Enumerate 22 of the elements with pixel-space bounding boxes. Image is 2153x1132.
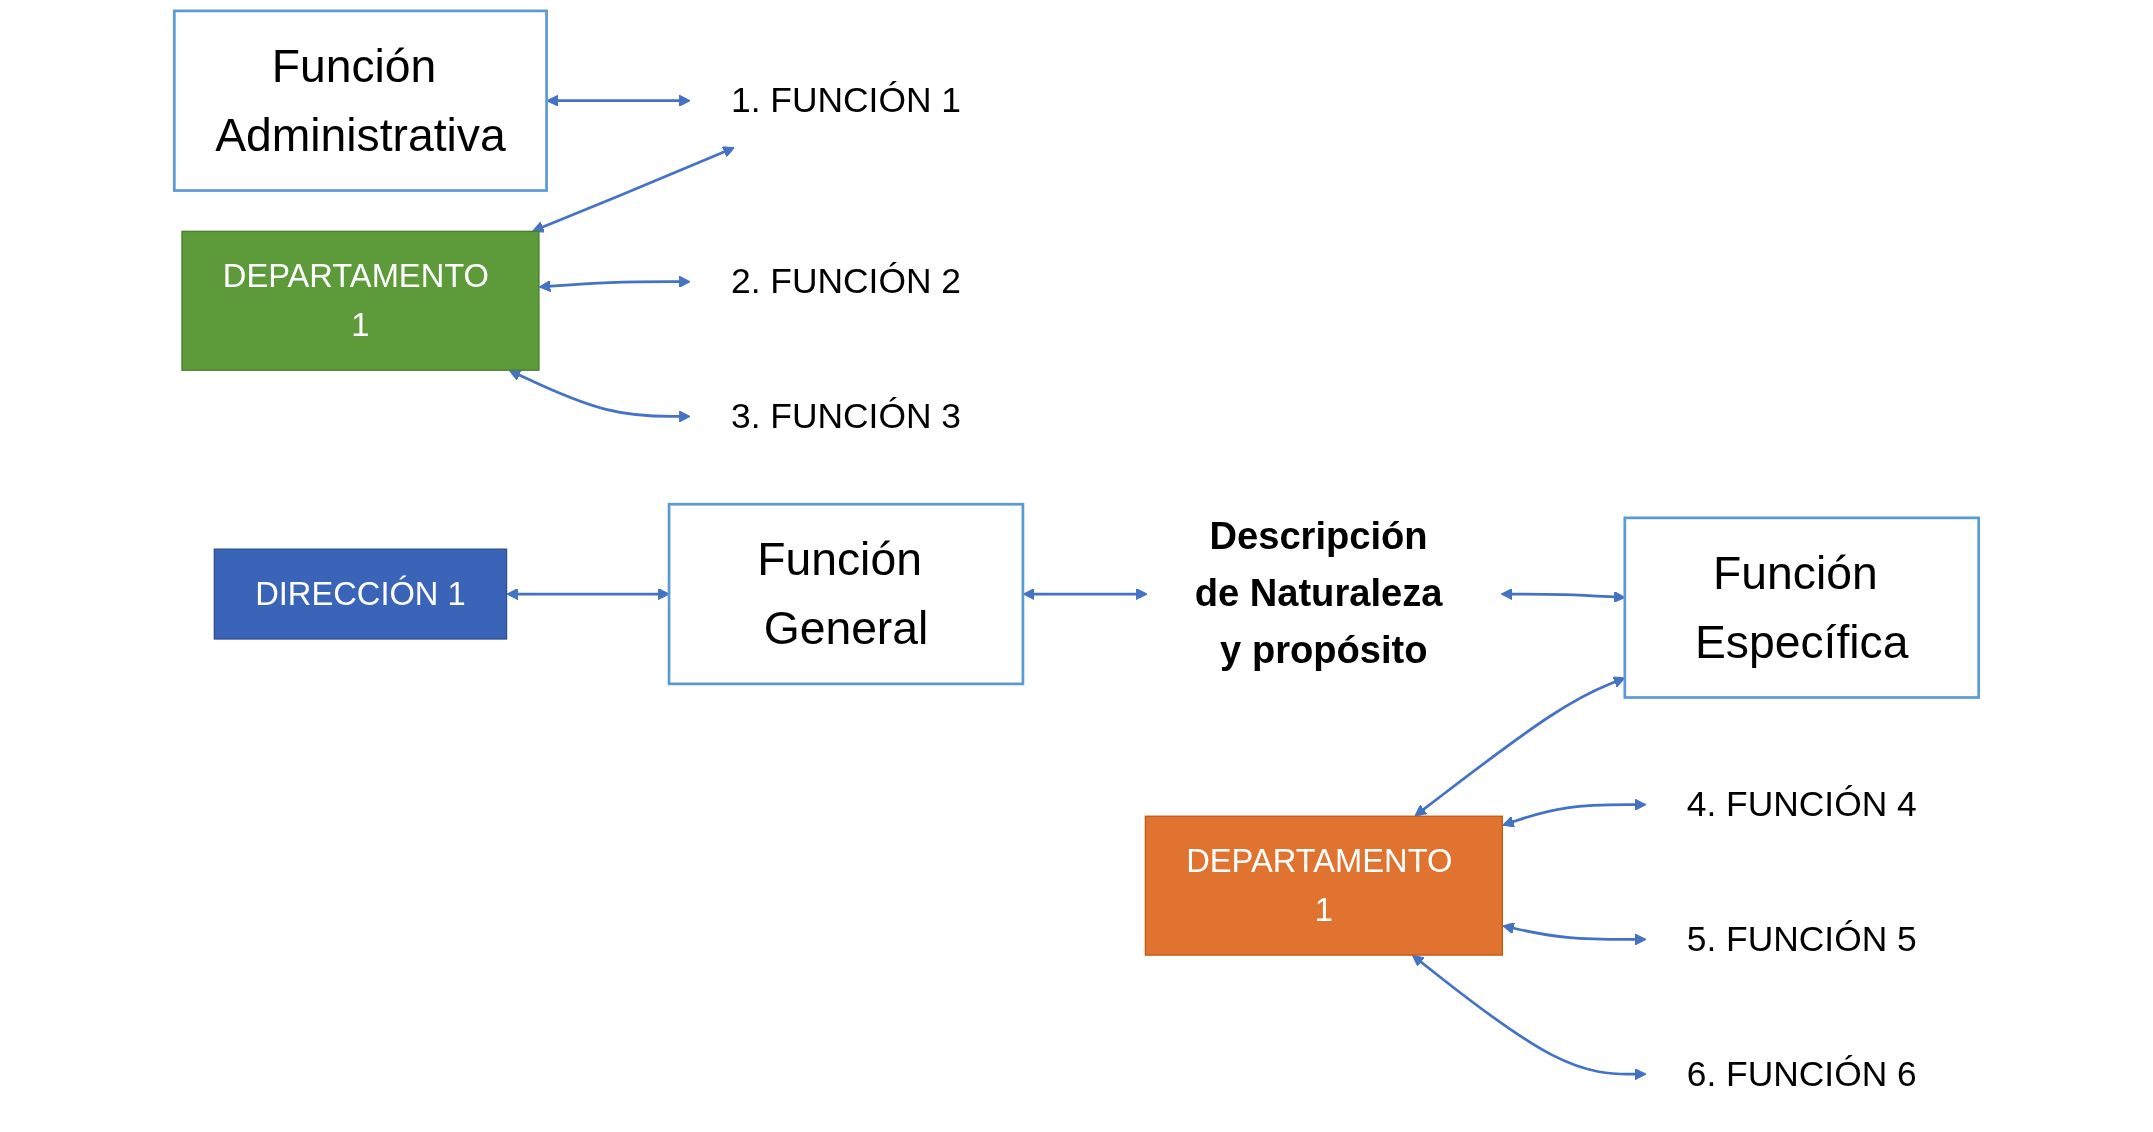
node-box: Función Específica: [1623, 516, 1981, 699]
arrow: [1022, 588, 1148, 601]
node-text: 2. FUNCIÓN 2: [730, 260, 962, 302]
arrow: [1502, 922, 1647, 946]
node-box: DEPARTAMENTO 1: [181, 230, 540, 371]
arrow: [506, 588, 670, 601]
arrow: [546, 94, 691, 107]
node-text: 6. FUNCIÓN 6: [1686, 1053, 1917, 1094]
arrow: [538, 275, 691, 293]
node-box: Función Administrativa: [172, 9, 548, 192]
node-box: Función General: [667, 502, 1025, 686]
node-text: 3. FUNCIÓN 3: [730, 395, 962, 437]
arrow: [508, 369, 691, 423]
arrow: [532, 146, 735, 233]
node-text: 1. FUNCIÓN 1: [730, 79, 962, 121]
node-text: Descripción de Naturaleza y propósito: [1194, 515, 1443, 672]
node-text: 4. FUNCIÓN 4: [1686, 783, 1917, 825]
node-text: 5. FUNCIÓN 5: [1686, 918, 1917, 960]
arrow: [1502, 798, 1647, 828]
node-box: DIRECCIÓN 1: [213, 548, 508, 640]
node-box: DEPARTAMENTO 1: [1144, 815, 1503, 956]
arrow: [1412, 954, 1647, 1081]
